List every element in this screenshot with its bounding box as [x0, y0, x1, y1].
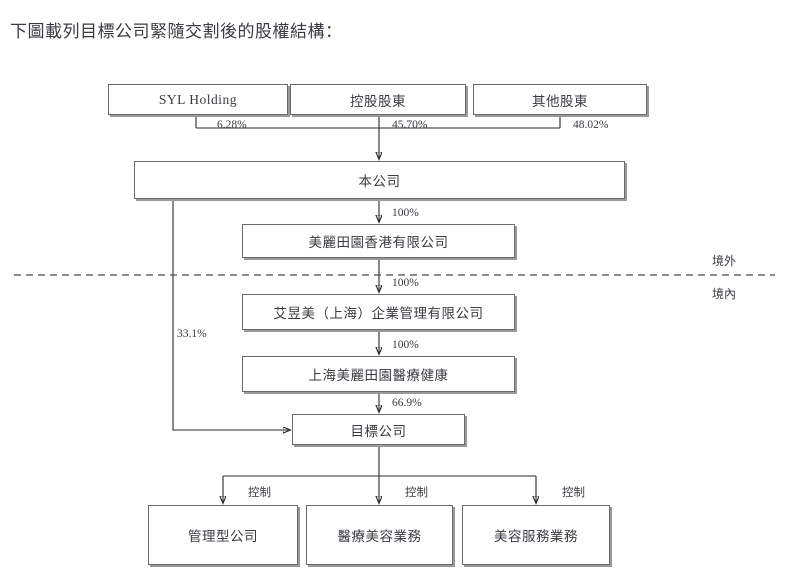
target-company-box[interactable]: 目標公司 — [292, 414, 465, 445]
business-box-medical-beauty[interactable]: 醫療美容業務 — [306, 505, 453, 565]
shareholder-box-controlling[interactable]: 控股股東 — [290, 84, 466, 115]
edge-label-medical-health-percent: 100% — [392, 339, 419, 351]
shareholder-label: SYL Holding — [158, 91, 238, 107]
edge-label-control-medical-beauty: 控制 — [405, 487, 428, 499]
subsidiary-label: 艾昱美（上海）企業管理有限公司 — [273, 306, 484, 321]
shareholder-label: 控股股東 — [350, 93, 406, 109]
business-label: 美容服務業務 — [494, 529, 578, 544]
edge-label-hk-percent: 100% — [392, 207, 419, 219]
company-label: 本公司 — [358, 174, 401, 189]
edge-label-other-percent: 48.02% — [573, 119, 609, 131]
business-box-beauty-service[interactable]: 美容服務業務 — [462, 505, 610, 565]
company-box[interactable]: 本公司 — [134, 161, 625, 199]
region-label-onshore: 境內 — [712, 287, 737, 301]
shareholder-box-syl-holding[interactable]: SYL Holding — [108, 84, 288, 115]
edge-label-direct-stake-percent: 33.1% — [177, 328, 207, 340]
subsidiary-box-medical-health[interactable]: 上海美麗田園醫療健康 — [242, 356, 515, 392]
shareholder-box-other[interactable]: 其他股東 — [473, 84, 647, 115]
business-box-management[interactable]: 管理型公司 — [148, 505, 298, 565]
edge-label-aiyumei-percent: 100% — [392, 277, 419, 289]
shareholder-label: 其他股東 — [532, 93, 588, 109]
edge-label-syl-percent: 6.28% — [217, 119, 247, 131]
target-company-label: 目標公司 — [350, 423, 407, 439]
business-label: 管理型公司 — [188, 529, 258, 544]
subsidiary-label: 上海美麗田園醫療健康 — [308, 368, 449, 383]
subsidiary-box-aiyumei[interactable]: 艾昱美（上海）企業管理有限公司 — [242, 294, 515, 330]
region-label-offshore: 境外 — [712, 254, 737, 268]
page-title: 下圖載列目標公司緊隨交割後的股權結構： — [10, 22, 343, 41]
edge-label-control-beauty-service: 控制 — [562, 487, 585, 499]
subsidiary-box-hk[interactable]: 美麗田園香港有限公司 — [242, 224, 515, 258]
subsidiary-label: 美麗田園香港有限公司 — [308, 235, 449, 250]
edge-label-target-percent: 66.9% — [392, 397, 422, 409]
edge-label-control-management: 控制 — [248, 487, 271, 499]
edge-label-controlling-percent: 45.70% — [392, 119, 428, 131]
business-label: 醫療美容業務 — [337, 529, 422, 544]
